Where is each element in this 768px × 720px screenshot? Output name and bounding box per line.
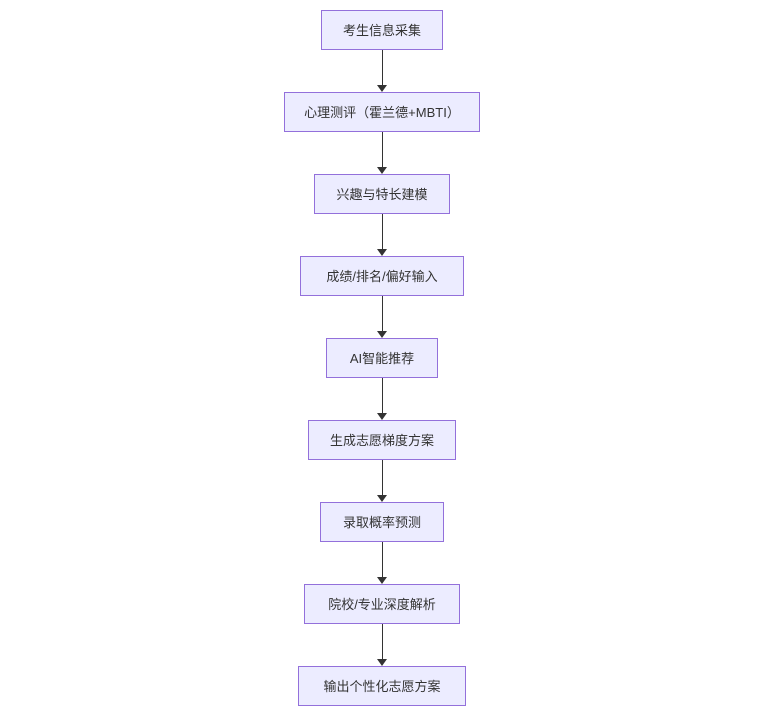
flow-node-label: 兴趣与特长建模 <box>336 186 428 202</box>
flow-node-label: AI智能推荐 <box>349 350 415 366</box>
flow-arrow <box>372 460 392 502</box>
arrow-down-icon <box>377 577 387 584</box>
flow-arrow <box>372 542 392 584</box>
flow-node-n9: 输出个性化志愿方案 <box>298 666 466 706</box>
flow-node-n5: AI智能推荐 <box>326 338 438 378</box>
arrow-line <box>381 378 383 413</box>
flow-node-label: 考生信息采集 <box>342 22 421 38</box>
arrow-down-icon <box>377 167 387 174</box>
flow-node-label: 生成志愿梯度方案 <box>329 432 434 448</box>
arrow-line <box>381 50 383 85</box>
arrow-down-icon <box>377 331 387 338</box>
arrow-line <box>381 624 383 659</box>
arrow-line <box>381 542 383 577</box>
flowchart: 考生信息采集心理测评（霍兰德+MBTI） 兴趣与特长建模成绩/排名/偏好输入 AI智… <box>0 10 764 706</box>
arrow-down-icon <box>377 85 387 92</box>
flow-node-label: 院校/专业深度解析 <box>328 596 436 612</box>
flow-arrow <box>372 50 392 92</box>
arrow-down-icon <box>377 659 387 666</box>
flow-node-n1: 考生信息采集 <box>321 10 443 50</box>
arrow-down-icon <box>377 413 387 420</box>
arrow-down-icon <box>377 495 387 502</box>
flow-node-n4: 成绩/排名/偏好输入 <box>300 256 464 296</box>
flow-node-label: 输出个性化志愿方案 <box>323 678 441 694</box>
arrow-line <box>381 132 383 167</box>
flow-node-n7: 录取概率预测 <box>320 502 444 542</box>
flow-arrow <box>372 214 392 256</box>
flow-arrow <box>372 624 392 666</box>
arrow-line <box>381 460 383 495</box>
flow-node-label: 成绩/排名/偏好输入 <box>326 268 438 284</box>
flow-arrow <box>372 296 392 338</box>
flow-node-label: 心理测评（霍兰德+MBTI） <box>304 104 460 120</box>
arrow-down-icon <box>377 249 387 256</box>
flow-node-n6: 生成志愿梯度方案 <box>308 420 456 460</box>
flow-arrow <box>372 378 392 420</box>
arrow-line <box>381 214 383 249</box>
flow-node-n2: 心理测评（霍兰德+MBTI） <box>284 92 480 132</box>
flow-node-n3: 兴趣与特长建模 <box>314 174 450 214</box>
flow-node-n8: 院校/专业深度解析 <box>304 584 460 624</box>
arrow-line <box>381 296 383 331</box>
flow-node-label: 录取概率预测 <box>342 514 421 530</box>
flow-arrow <box>372 132 392 174</box>
